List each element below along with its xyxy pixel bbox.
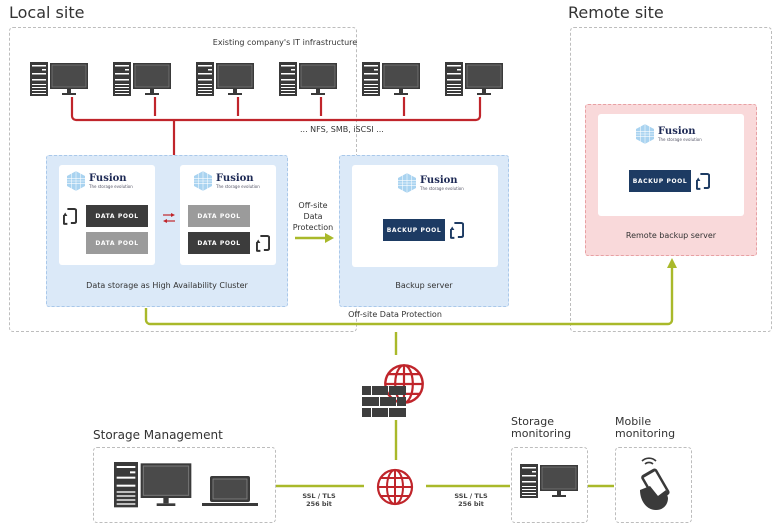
workstation-row <box>30 62 500 98</box>
workstation-icon <box>445 62 505 98</box>
mobile-monitoring-box <box>615 447 692 523</box>
fusion-logo: Fusion The storage evolution <box>194 171 260 191</box>
local-site-title: Local site <box>9 3 85 22</box>
arrow-head-backup <box>325 233 334 243</box>
laptop-icon <box>202 476 258 506</box>
workstation-icon <box>114 462 194 510</box>
storage-management-title: Storage Management <box>93 428 223 442</box>
infrastructure-label: Existing company's IT infrastructure <box>212 38 358 47</box>
data-pool-passive: DATA POOL <box>188 205 250 227</box>
data-pool-active: DATA POOL <box>188 232 250 254</box>
storage-monitoring-line1: Storage <box>511 415 555 428</box>
remote-backup-card: Fusion The storage evolution BACKUP POOL <box>598 114 744 216</box>
fusion-hex-icon <box>398 173 416 193</box>
globe-icon <box>375 467 415 507</box>
replication-arrows-icon <box>163 213 175 223</box>
remote-site-container <box>570 27 772 332</box>
offsite-line-label: Off-site Data Protection <box>348 310 442 319</box>
ssl-left-line2: 256 bit <box>306 500 332 508</box>
fusion-logo: Fusion The storage evolution <box>636 124 702 144</box>
sync-icon <box>450 219 464 241</box>
fusion-hex-icon <box>194 171 212 191</box>
ha-cluster-label: Data storage as High Availability Cluste… <box>86 281 248 290</box>
fusion-hex-icon <box>636 124 654 144</box>
backup-server-label: Backup server <box>395 281 453 290</box>
storage-management-box <box>93 447 276 523</box>
offsite-arrow-line1: Off-site <box>298 201 328 210</box>
fusion-logo: Fusion The storage evolution <box>398 173 464 193</box>
fusion-logo-name: Fusion <box>216 172 254 184</box>
ssl-left-line1: SSL / TLS <box>302 492 336 500</box>
data-pool-passive: DATA POOL <box>86 232 148 254</box>
fusion-logo-name: Fusion <box>89 172 127 184</box>
offsite-arrow-label: Off-site Data Protection <box>290 200 336 233</box>
remote-backup-label: Remote backup server <box>625 231 717 240</box>
remote-site-title: Remote site <box>568 3 664 22</box>
mobile-monitoring-line2: monitoring <box>615 427 676 440</box>
arrow-head-remote <box>667 258 677 268</box>
data-pool-active: DATA POOL <box>86 205 148 227</box>
mobile-monitoring-line1: Mobile <box>615 415 652 428</box>
sync-icon <box>63 205 77 227</box>
ssl-right-label: SSL / TLS 256 bit <box>446 492 496 508</box>
fusion-logo-name: Fusion <box>658 125 696 137</box>
storage-monitoring-box <box>511 447 588 523</box>
offsite-arrow-line3: Protection <box>292 223 334 232</box>
offsite-links <box>144 233 677 488</box>
fusion-logo-tagline: The storage evolution <box>420 185 464 191</box>
fusion-logo-name: Fusion <box>420 174 458 186</box>
storage-monitoring-line2: monitoring <box>511 427 572 440</box>
mobile-hand-icon <box>640 457 670 510</box>
workstation-icon <box>520 464 580 500</box>
firewall-icon <box>362 386 406 417</box>
cluster-node-a: Fusion The storage evolution DATA POOL D… <box>59 165 155 265</box>
ssl-right-line1: SSL / TLS <box>454 492 488 500</box>
remote-backup-box: Fusion The storage evolution BACKUP POOL… <box>585 104 757 256</box>
storage-monitoring-title: Storage monitoring <box>511 416 571 440</box>
sync-icon <box>696 170 710 192</box>
backup-pool: BACKUP POOL <box>629 170 691 192</box>
backup-server-card: Fusion The storage evolution BACKUP POOL <box>352 165 498 267</box>
mobile-monitoring-title: Mobile monitoring <box>615 416 675 440</box>
cluster-node-b: Fusion The storage evolution DATA POOL D… <box>180 165 276 265</box>
firewall-internet-node <box>362 360 432 420</box>
workstation-icon <box>196 62 256 98</box>
ssl-right-line2: 256 bit <box>458 500 484 508</box>
backup-pool: BACKUP POOL <box>383 219 445 241</box>
backup-server-box: Fusion The storage evolution BACKUP POOL… <box>339 155 509 307</box>
workstation-icon <box>113 62 173 98</box>
lan-bus <box>70 97 482 155</box>
fusion-logo-tagline: The storage evolution <box>658 136 702 142</box>
sync-icon <box>256 232 270 254</box>
fusion-logo: Fusion The storage evolution <box>67 171 133 191</box>
workstation-icon <box>279 62 339 98</box>
ssl-left-label: SSL / TLS 256 bit <box>294 492 344 508</box>
ha-cluster-box: Fusion The storage evolution DATA POOL D… <box>46 155 288 307</box>
workstation-icon <box>30 62 90 98</box>
protocols-label: ... NFS, SMB, iSCSI ... <box>300 125 384 134</box>
fusion-logo-tagline: The storage evolution <box>89 183 133 189</box>
fusion-logo-tagline: The storage evolution <box>216 183 260 189</box>
workstation-icon <box>362 62 422 98</box>
offsite-arrow-line2: Data <box>303 212 323 221</box>
fusion-hex-icon <box>67 171 85 191</box>
